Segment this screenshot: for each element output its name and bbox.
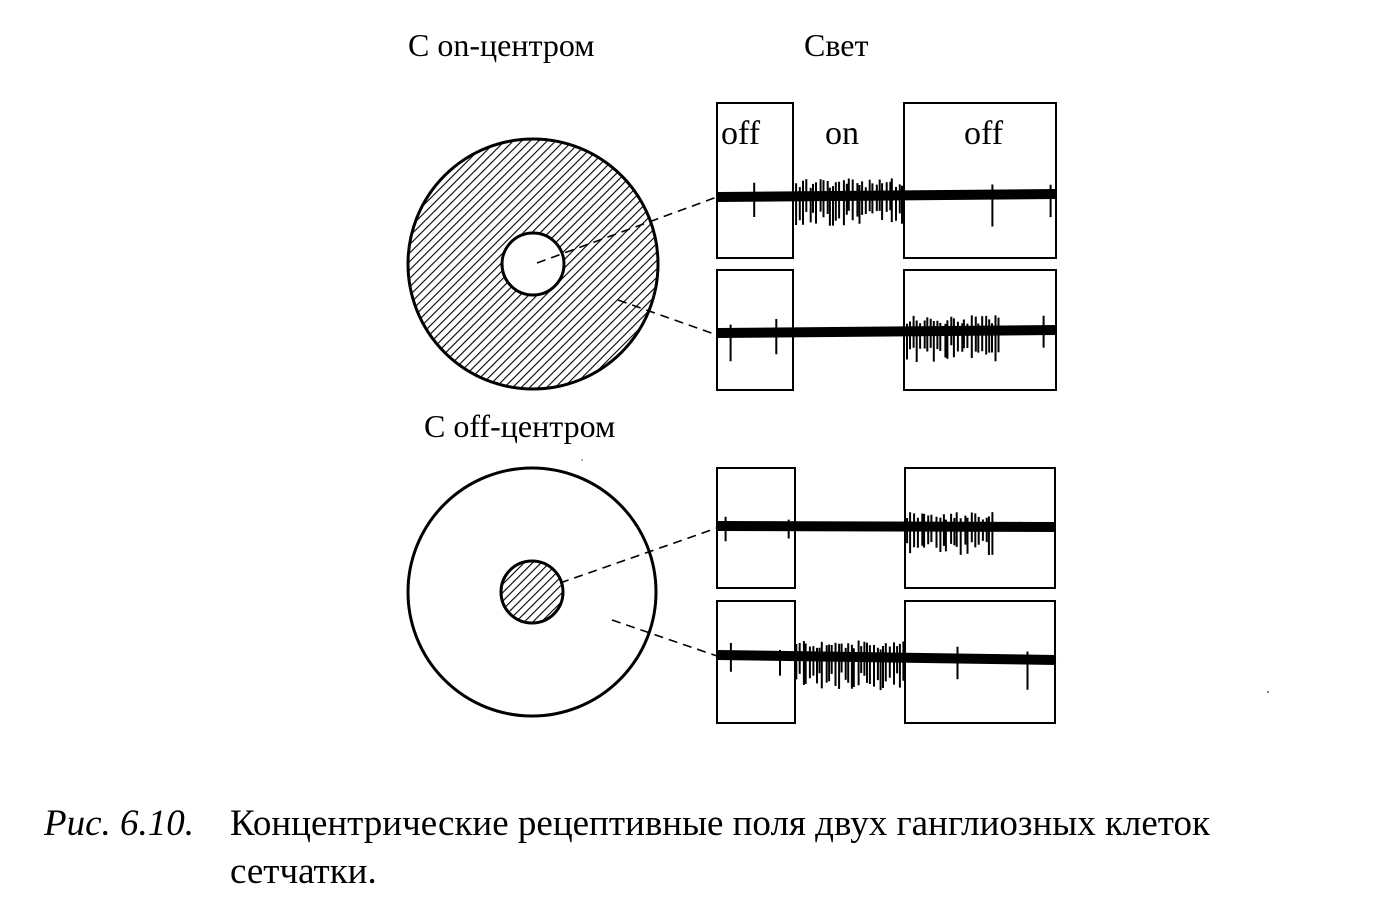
off-cell-center: [499, 559, 565, 625]
row4-box-left: [716, 600, 796, 724]
phase-label-off-left: off: [721, 115, 761, 152]
caption-line-2: сетчатки.: [230, 851, 377, 892]
on-cell-center: [500, 231, 566, 297]
row1-box-right: [903, 102, 1057, 259]
spike-trace-row3: [716, 512, 1057, 555]
spike-trace-row1: [716, 178, 1057, 227]
row1-box-left: [716, 102, 794, 259]
on-center-receptive-field: [406, 137, 660, 391]
off-center-heading: С off-центром: [424, 408, 615, 444]
spike-trace-row4: [716, 640, 1057, 691]
figure-number: Рис. 6.10.: [44, 803, 195, 844]
phase-label-on: on: [825, 115, 859, 152]
off-center-receptive-field: [406, 466, 658, 718]
leader-on-surround: [617, 299, 718, 336]
leader-off-surround: [611, 619, 718, 657]
leader-off-center: [559, 527, 718, 584]
on-center-heading: С on-центром: [408, 27, 594, 63]
caption-line-1: Концентрические рецептивные поля двух га…: [230, 803, 1210, 844]
figure-caption: Рис. 6.10. Концентрические рецептивные по…: [44, 800, 1374, 896]
phase-label-off-right: off: [964, 115, 1004, 152]
spike-trace-row2: [716, 315, 1057, 362]
leader-on-center: [536, 196, 718, 264]
light-heading: Свет: [804, 27, 868, 63]
